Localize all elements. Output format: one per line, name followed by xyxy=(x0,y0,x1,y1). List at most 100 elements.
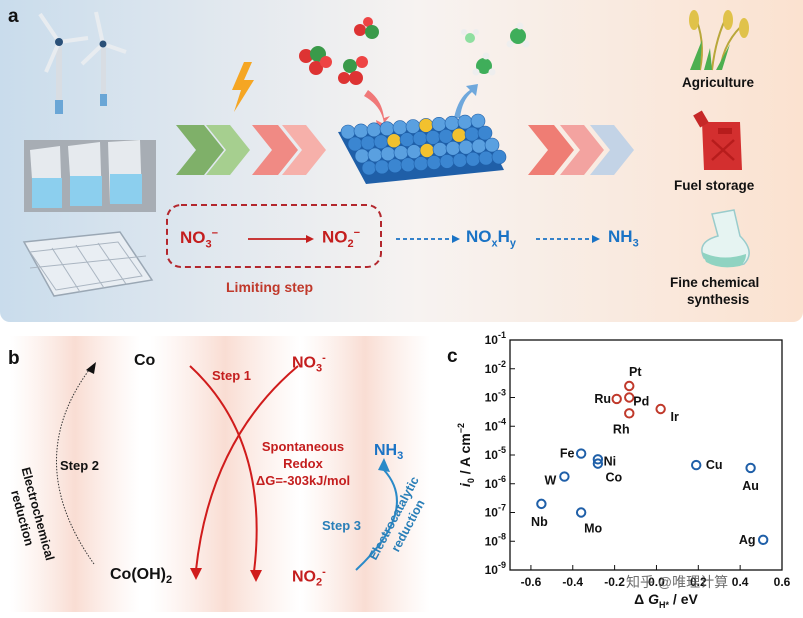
data-point-fe xyxy=(575,448,587,459)
point-label-w: W xyxy=(544,474,556,488)
point-label-ru: Ru xyxy=(594,392,611,406)
catalyst-atom xyxy=(360,135,376,151)
catalyst-atom xyxy=(432,142,448,157)
x-axis-label: Δ GH* / eV xyxy=(634,591,698,610)
catalyst-atom xyxy=(444,115,460,131)
green-chevron-arrows xyxy=(176,125,250,175)
x-tick-label: 0.0 xyxy=(648,575,665,589)
catalyst-atom xyxy=(419,143,435,158)
data-point-ir xyxy=(655,403,666,415)
point-label-ag: Ag xyxy=(739,533,756,547)
y-axis-label: i0 / A cm−2 xyxy=(456,423,476,487)
data-point-cu xyxy=(691,459,702,471)
data-point-rh xyxy=(624,408,635,419)
panel-b-graphics xyxy=(10,336,430,612)
catalyst-atom xyxy=(477,125,493,141)
wind-turbine-icon xyxy=(38,11,127,114)
y-tick-label: 10-7 xyxy=(485,503,506,520)
y-tick-label: 10-9 xyxy=(485,560,506,577)
x-tick-label: -0.6 xyxy=(521,575,542,589)
solar-panel-icon xyxy=(22,231,154,297)
co-label: Co xyxy=(134,352,156,369)
catalyst-atom xyxy=(426,155,442,170)
ammonia-label: NH3 xyxy=(608,227,639,250)
y-tick-label: 10-5 xyxy=(485,445,506,462)
catalyst-atom xyxy=(347,136,363,152)
step3-arrow xyxy=(355,469,398,571)
ammonia-molecule-icon xyxy=(461,22,530,76)
outgoing-arrow xyxy=(454,84,478,118)
catalyst-atom xyxy=(478,150,494,166)
y-tick-label: 10-3 xyxy=(485,388,506,405)
catalyst-atom xyxy=(386,133,402,148)
catalyst-atom xyxy=(392,120,408,135)
data-point-co xyxy=(592,458,604,469)
data-point-ag xyxy=(757,534,769,546)
panel-a-graphics xyxy=(22,10,750,297)
step1-label: Step 1 xyxy=(212,368,252,383)
limiting-step-box xyxy=(166,204,382,268)
catalyst-atom xyxy=(399,132,415,147)
lightning-icon xyxy=(232,62,254,112)
step2-label: Step 2 xyxy=(60,458,100,473)
catalyst-atom xyxy=(464,126,480,142)
catalyst-atom xyxy=(405,119,421,134)
output-fuel-storage: Fuel storage xyxy=(674,178,755,193)
pink-chevron-arrows xyxy=(252,125,326,175)
hydro-dam-icon xyxy=(24,140,156,212)
catalyst-atom xyxy=(458,139,474,155)
catalyst-atom xyxy=(491,149,507,165)
output-agriculture: Agriculture xyxy=(682,75,755,90)
watermark: 知乎 @唯理计算 xyxy=(626,574,729,590)
data-point-ni xyxy=(592,454,604,465)
catalyst-atom xyxy=(465,151,481,167)
catalyst-atom xyxy=(354,148,370,164)
agriculture-icon xyxy=(689,10,749,71)
incoming-arrow xyxy=(364,90,390,130)
data-point-pt xyxy=(624,380,635,392)
catalyst-atom xyxy=(379,121,395,136)
y-tick-label: 10-4 xyxy=(485,416,506,433)
step3-label: Step 3 xyxy=(322,518,362,533)
point-label-mo: Mo xyxy=(584,522,602,536)
catalyst-atom xyxy=(471,138,487,154)
point-label-co: Co xyxy=(606,471,623,485)
catalyst-atom xyxy=(452,153,468,168)
catalyst-atom xyxy=(353,123,369,139)
step2-arc xyxy=(56,365,95,565)
point-label-ni: Ni xyxy=(604,454,617,468)
y-tick-label: 10-2 xyxy=(485,359,506,376)
point-label-cu: Cu xyxy=(706,458,723,472)
catalyst-atom xyxy=(374,159,390,175)
catalyst-atom xyxy=(457,114,473,130)
data-point-nb xyxy=(536,498,547,510)
nh3-label: NH3 xyxy=(374,442,404,463)
panel-a: a xyxy=(0,0,803,322)
catalyst-atom xyxy=(367,147,383,163)
point-label-au: Au xyxy=(742,479,759,493)
catalyst-atom xyxy=(366,122,382,138)
data-point-ru xyxy=(611,393,622,405)
redox-label: Spontaneous Redox ΔG=-303kJ/mol xyxy=(236,438,370,489)
panel-a-letter: a xyxy=(8,6,19,27)
fuel-canister-icon xyxy=(693,110,742,170)
redox-line-2: Redox xyxy=(283,456,323,471)
panel-b-letter: b xyxy=(8,348,20,369)
point-label-fe: Fe xyxy=(560,447,575,461)
catalyst-atom xyxy=(340,124,356,140)
catalyst-atom xyxy=(413,156,429,171)
catalyst-atom xyxy=(361,160,377,176)
catalyst-atom xyxy=(418,118,434,133)
y-tick-label: 10-8 xyxy=(485,531,506,548)
flask-icon xyxy=(701,209,750,268)
nitrate-label: NO3− xyxy=(180,227,219,251)
nox-label: NOxHy xyxy=(466,227,517,250)
panel-c-letter: c xyxy=(447,346,458,367)
x-tick-label: 0.6 xyxy=(774,575,791,589)
catalyst-atom xyxy=(425,130,441,145)
y-tick-label: 10-6 xyxy=(485,474,506,491)
catalyst-atom xyxy=(451,127,467,143)
x-tick-label: -0.2 xyxy=(604,575,625,589)
catalyst-atoms xyxy=(340,113,507,176)
